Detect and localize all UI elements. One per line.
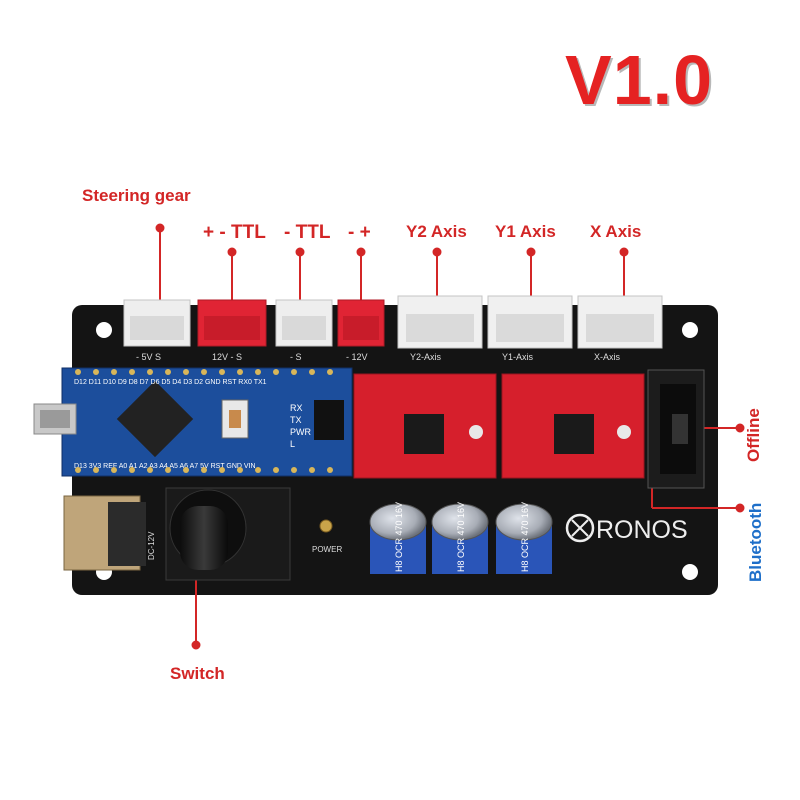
offline-header (647, 369, 705, 489)
label-switch: Switch (170, 664, 225, 683)
connector-y1-axis (487, 295, 573, 349)
mount-hole (682, 564, 698, 580)
brand-text: RONOS (596, 516, 688, 544)
header-pin (201, 369, 207, 375)
power-label: POWER (312, 545, 342, 554)
header-pin (93, 369, 99, 375)
joystick-switch (165, 487, 291, 581)
stepper-driver-y2 (353, 373, 497, 479)
header-pin (111, 369, 117, 375)
header-pin (111, 467, 117, 473)
label-y1-axis: Y1 Axis (495, 222, 556, 241)
header-pin (255, 467, 261, 473)
label-steering-gear: Steering gear (82, 186, 191, 205)
header-pin (165, 467, 171, 473)
label-mp: - + (348, 222, 371, 243)
silk-y1: Y1-Axis (502, 352, 534, 362)
power-led (319, 519, 333, 533)
header-pin (291, 369, 297, 375)
header-pin (309, 369, 315, 375)
header-pin (93, 467, 99, 473)
capacitor: H8 OCR 470 16V (369, 502, 427, 574)
label-y2-axis: Y2 Axis (406, 222, 467, 241)
label-m-ttl: - TTL (284, 222, 331, 243)
header-pin (147, 467, 153, 473)
nano-top-pins: D12 D11 D10 D9 D8 D7 D6 D5 D4 D3 D2 GND … (74, 379, 267, 386)
version-title: V1.0 (565, 41, 713, 119)
cap-text: H8 OCR 470 16V (456, 502, 466, 572)
header-pin (219, 369, 225, 375)
header-pin (309, 467, 315, 473)
capacitor: H8 OCR 470 16V (431, 502, 489, 574)
header-pin (183, 369, 189, 375)
connector-steering-gear (123, 299, 191, 347)
cap-text: H8 OCR 470 16V (520, 502, 530, 572)
silk-ttl2: - S (290, 352, 302, 362)
connector-pm-ttl (197, 299, 267, 347)
header-pin (273, 467, 279, 473)
header-pin (165, 369, 171, 375)
header-pin (237, 369, 243, 375)
nano-bottom-pins: D13 3V3 REF A0 A1 A2 A3 A4 A5 A6 A7 5V R… (74, 463, 256, 470)
connector-y2-axis (397, 295, 483, 349)
header-pin (201, 467, 207, 473)
silk-x: X-Axis (594, 352, 621, 362)
header-pin (219, 467, 225, 473)
led-l-label: L (290, 439, 295, 449)
stepper-driver-y1 (501, 373, 645, 479)
cronos-logo: RONOS (565, 513, 688, 544)
connector-x-axis (577, 295, 663, 349)
label-x-axis: X Axis (590, 222, 642, 241)
led-tx-label: TX (290, 415, 302, 425)
connector-mp (337, 299, 385, 347)
header-pin (291, 467, 297, 473)
header-pin (327, 467, 333, 473)
silk-12v: 12V - S (212, 352, 242, 362)
led-pwr-label: PWR (290, 427, 311, 437)
dc-jack: DC-12V (63, 495, 156, 571)
header-pin (147, 369, 153, 375)
cap-text: H8 OCR 470 16V (394, 502, 404, 572)
header-pin (255, 369, 261, 375)
header-pin (237, 467, 243, 473)
capacitor: H8 OCR 470 16V (495, 502, 553, 574)
header-pin (327, 369, 333, 375)
header-pin (129, 369, 135, 375)
header-pin (75, 369, 81, 375)
header-pin (183, 467, 189, 473)
silk-5v: - 5V S (136, 352, 161, 362)
arduino-nano: D12 D11 D10 D9 D8 D7 D6 D5 D4 D3 D2 GND … (33, 367, 353, 477)
silk-12v2: - 12V (346, 352, 368, 362)
silk-y2: Y2-Axis (410, 352, 442, 362)
mount-hole (96, 322, 112, 338)
led-rx-label: RX (290, 403, 303, 413)
header-pin (129, 467, 135, 473)
header-pin (273, 369, 279, 375)
header-pin (75, 467, 81, 473)
connector-m-ttl (275, 299, 333, 347)
dc-label: DC-12V (147, 531, 156, 560)
mount-hole (682, 322, 698, 338)
label-pm-ttl: + - TTL (203, 222, 266, 243)
